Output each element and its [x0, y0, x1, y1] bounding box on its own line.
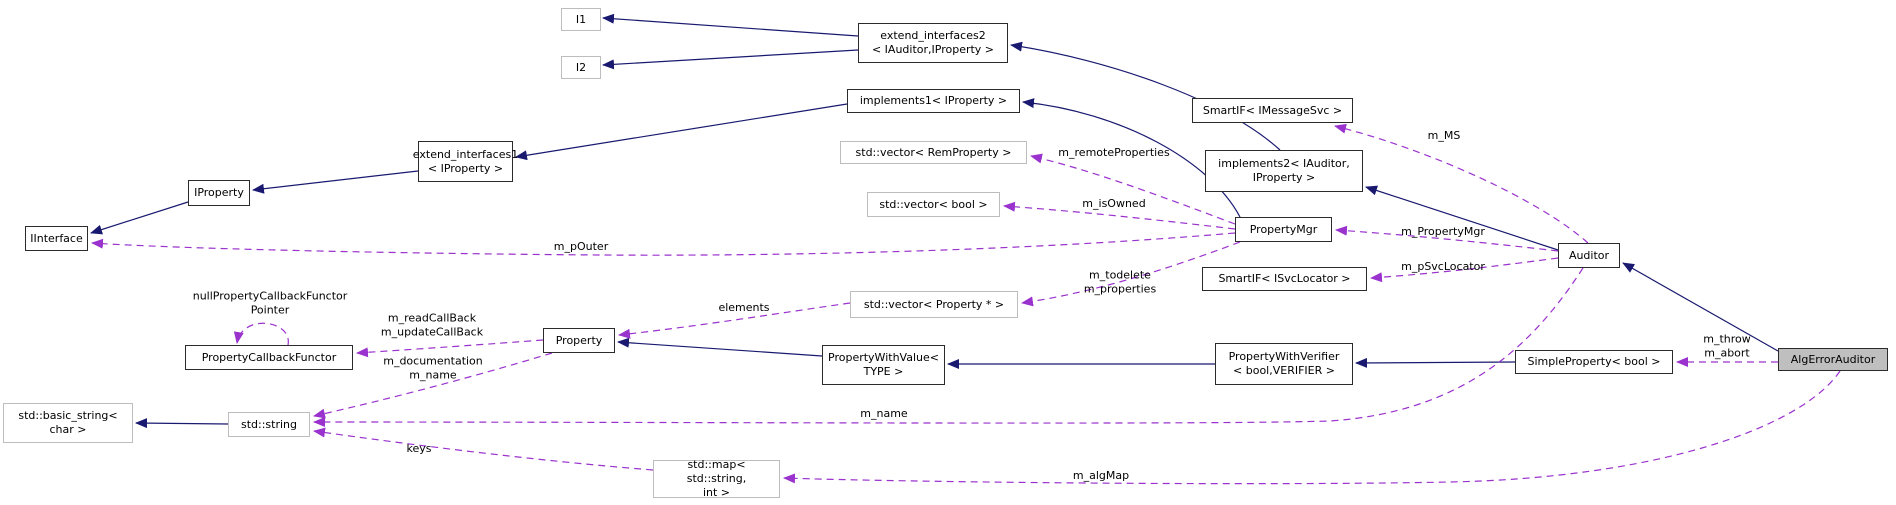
node-simple[interactable]: SimpleProperty< bool >	[1515, 350, 1673, 374]
edge-e-pwval-prop	[617, 337, 823, 357]
node-impl1[interactable]: implements1< IProperty >	[847, 89, 1020, 113]
node-basicstr: std::basic_string< char >	[3, 403, 133, 443]
edge-e-ext1-iprop	[252, 170, 419, 194]
node-auditor[interactable]: Auditor	[1558, 243, 1620, 268]
node-vecprop: std::vector< Property * >	[850, 291, 1018, 318]
edge-e-propmgr-impl1	[1022, 98, 1241, 218]
edge-u-propmgr-iintf	[91, 232, 1236, 256]
edge-u-auditor-str	[313, 267, 1584, 428]
node-smartsvc[interactable]: SmartIF< ISvcLocator >	[1202, 267, 1367, 291]
node-propmgr[interactable]: PropertyMgr	[1235, 217, 1332, 242]
node-iintf[interactable]: IInterface	[25, 226, 88, 251]
node-i2: I2	[561, 56, 601, 79]
edge-u-propmgr-vecbool	[1003, 201, 1236, 230]
node-vecrem: std::vector< RemProperty >	[840, 141, 1027, 164]
node-prop[interactable]: Property	[543, 328, 615, 353]
node-impl2[interactable]: implements2< IAuditor, IProperty >	[1205, 150, 1363, 192]
edge-u-propmgr-vecrem	[1030, 153, 1236, 225]
edge-e-simple-pwverif	[1355, 357, 1516, 368]
edge-e-ext2-i2	[602, 49, 859, 70]
node-pcf[interactable]: PropertyCallbackFunctor	[185, 345, 353, 370]
edge-u-map-str	[313, 427, 654, 471]
node-iprop[interactable]: IProperty	[188, 180, 250, 206]
edge-u-pcf-pcf	[233, 322, 289, 346]
edge-e-impl1-ext1	[515, 103, 848, 161]
node-map: std::map< std::string, int >	[653, 458, 780, 499]
node-pwval[interactable]: PropertyWithValue< TYPE >	[822, 345, 945, 385]
edge-u-auditor-smartsvc	[1370, 257, 1559, 283]
node-vecbool: std::vector< bool >	[867, 192, 1000, 217]
node-pwverif[interactable]: PropertyWithVerifier < bool,VERIFIER >	[1215, 343, 1353, 385]
edge-u-auditor-propmgr	[1335, 225, 1559, 252]
node-i1: I1	[561, 8, 601, 31]
edge-e-auditor-impl2	[1365, 185, 1559, 251]
node-smartmsg[interactable]: SmartIF< IMessageSvc >	[1192, 98, 1353, 123]
edge-e-iprop-iintf	[90, 201, 189, 235]
edge-e-ext2-i1	[602, 13, 859, 37]
edge-u-prop-str	[313, 352, 553, 419]
edge-e-str-basicstr	[135, 418, 229, 429]
edge-e-algerr-auditor	[1622, 262, 1779, 352]
edge-u-prop-pcf	[356, 339, 544, 358]
node-algerr: AlgErrorAuditor	[1778, 348, 1888, 371]
edge-u-auditor-smartmsg	[1334, 123, 1589, 244]
edge-u-algerr-map	[783, 370, 1841, 485]
edge-u-vecprop-prop	[618, 302, 851, 339]
edge-e-impl2-ext2	[1010, 41, 1281, 151]
node-ext2[interactable]: extend_interfaces2 < IAuditor,IProperty …	[858, 23, 1008, 63]
node-str: std::string	[228, 412, 310, 437]
node-ext1[interactable]: extend_interfaces1 < IProperty >	[413, 141, 518, 182]
